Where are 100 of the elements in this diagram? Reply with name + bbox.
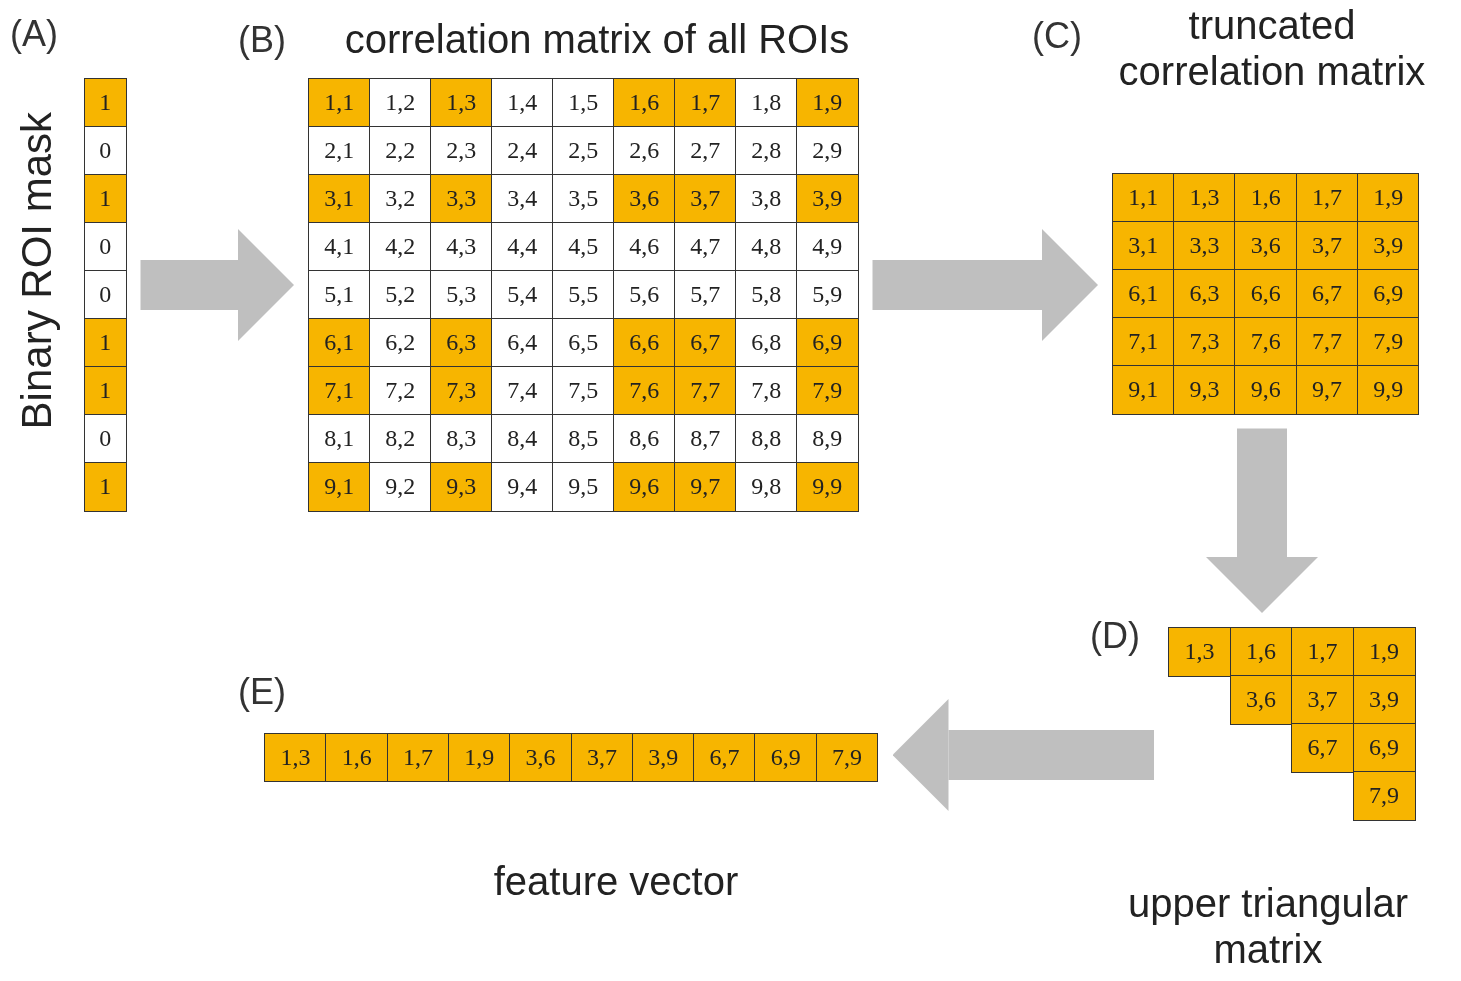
matrix-cell: 3,7 — [570, 733, 634, 782]
matrix-cell: 5,1 — [308, 270, 371, 320]
matrix-cell: 4,1 — [308, 222, 371, 272]
panel-label: (E) — [238, 674, 286, 710]
matrix-cell: 2,7 — [674, 126, 737, 176]
matrix-cell: 7,6 — [613, 366, 676, 416]
matrix-cell: 2,3 — [430, 126, 493, 176]
matrix-cell: 3,7 — [1295, 221, 1359, 271]
matrix-cell: 8,8 — [735, 414, 798, 464]
panel-title: upper triangular matrix — [1126, 880, 1410, 972]
matrix-cell: 1,4 — [491, 78, 554, 128]
matrix-cell: 9,6 — [613, 462, 676, 512]
matrix-cell: 1,5 — [552, 78, 615, 128]
matrix-cell: 2,4 — [491, 126, 554, 176]
matrix-cell: 3,7 — [1291, 675, 1354, 725]
matrix-cell: 0 — [84, 222, 127, 272]
matrix-cell: 6,6 — [613, 318, 676, 368]
panel-title: correlation matrix of all ROIs — [343, 16, 851, 62]
matrix-cell: 7,7 — [674, 366, 737, 416]
matrix-cell: 6,5 — [552, 318, 615, 368]
matrix-cell: 1 — [84, 78, 127, 128]
matrix-cell: 1,3 — [264, 733, 327, 782]
matrix-cell: 6,2 — [369, 318, 432, 368]
matrix-cell: 7,9 — [1352, 771, 1416, 821]
matrix-cell: 7,6 — [1234, 317, 1298, 367]
matrix-cell: 9,3 — [1173, 365, 1236, 415]
matrix-cell: 6,6 — [1234, 269, 1298, 319]
matrix-cell: 3,1 — [308, 174, 371, 224]
matrix-cell: 1 — [84, 318, 127, 368]
panel-title: feature vector — [492, 858, 740, 904]
matrix-cell: 0 — [84, 270, 127, 320]
matrix-cell: 6,9 — [796, 318, 859, 368]
matrix-cell: 6,3 — [430, 318, 493, 368]
matrix-cell: 3,9 — [1356, 221, 1420, 271]
matrix-cell: 2,8 — [735, 126, 798, 176]
matrix-cell: 1,1 — [1112, 173, 1175, 223]
matrix-cell: 4,8 — [735, 222, 798, 272]
matrix-cell: 1,3 — [1168, 627, 1231, 677]
matrix-cell: 1,7 — [674, 78, 737, 128]
matrix-cell: 3,9 — [631, 733, 695, 782]
matrix-cell: 3,3 — [430, 174, 493, 224]
matrix-cell: 9,8 — [735, 462, 798, 512]
matrix-cell: 9,3 — [430, 462, 493, 512]
matrix-cell: 3,6 — [613, 174, 676, 224]
matrix-cell: 2,9 — [796, 126, 859, 176]
panel-title: Binary ROI mask — [16, 112, 58, 430]
matrix-cell: 7,9 — [1356, 317, 1420, 367]
block-arrow — [140, 229, 294, 341]
matrix-cell: 9,2 — [369, 462, 432, 512]
matrix-cell: 9,1 — [1112, 365, 1175, 415]
matrix-cell: 6,7 — [693, 733, 756, 782]
matrix-cell: 6,3 — [1173, 269, 1236, 319]
matrix-cell: 3,1 — [1112, 221, 1175, 271]
matrix-cell: 1,7 — [386, 733, 450, 782]
matrix-cell: 9,5 — [552, 462, 615, 512]
matrix-cell: 8,7 — [674, 414, 737, 464]
matrix-cell: 3,9 — [796, 174, 859, 224]
block-arrow — [872, 229, 1098, 341]
matrix-cell: 1,3 — [1173, 173, 1236, 223]
panel-label: (B) — [238, 22, 286, 58]
matrix-cell: 6,4 — [491, 318, 554, 368]
matrix-cell: 1,2 — [369, 78, 432, 128]
matrix-cell: 1,1 — [308, 78, 371, 128]
matrix-cell: 6,7 — [674, 318, 737, 368]
matrix-cell: 9,9 — [1356, 365, 1420, 415]
matrix-cell: 9,6 — [1234, 365, 1298, 415]
matrix-cell: 8,4 — [491, 414, 554, 464]
matrix-cell: 6,7 — [1291, 723, 1354, 773]
matrix-cell: 1,6 — [1229, 627, 1293, 677]
matrix-cell: 0 — [84, 126, 127, 176]
matrix-cell: 2,5 — [552, 126, 615, 176]
matrix-cell: 7,9 — [815, 733, 879, 782]
matrix-cell: 3,6 — [509, 733, 572, 782]
matrix-cell: 5,6 — [613, 270, 676, 320]
matrix-cell: 1,6 — [325, 733, 389, 782]
matrix-cell: 8,6 — [613, 414, 676, 464]
matrix-cell: 5,7 — [674, 270, 737, 320]
matrix-cell: 5,2 — [369, 270, 432, 320]
matrix-cell: 3,7 — [674, 174, 737, 224]
panel-title: truncated correlation matrix — [1117, 2, 1427, 94]
block-arrow — [892, 699, 1154, 811]
matrix-cell: 6,7 — [1295, 269, 1359, 319]
matrix-cell: 8,2 — [369, 414, 432, 464]
matrix-cell: 4,7 — [674, 222, 737, 272]
matrix-cell: 7,9 — [796, 366, 859, 416]
matrix-cell: 8,3 — [430, 414, 493, 464]
matrix-cell: 1,9 — [1352, 627, 1416, 677]
matrix-cell: 3,2 — [369, 174, 432, 224]
matrix-cell: 4,5 — [552, 222, 615, 272]
block-arrow — [1206, 428, 1318, 613]
matrix-cell: 1 — [84, 366, 127, 416]
matrix-cell: 1,8 — [735, 78, 798, 128]
matrix-cell: 3,6 — [1234, 221, 1298, 271]
matrix-cell: 7,1 — [1112, 317, 1175, 367]
matrix-cell: 1,7 — [1295, 173, 1359, 223]
matrix-cell: 9,7 — [674, 462, 737, 512]
matrix-cell: 1,6 — [613, 78, 676, 128]
matrix-cell: 6,1 — [308, 318, 371, 368]
matrix-cell: 4,3 — [430, 222, 493, 272]
matrix-cell: 1,6 — [1234, 173, 1298, 223]
